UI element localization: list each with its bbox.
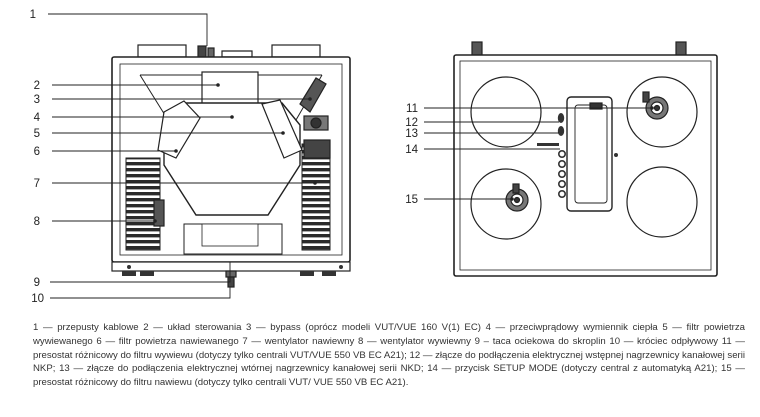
drain-nozzle: [225, 270, 237, 288]
bypass-assembly: [299, 77, 329, 131]
central-control-box: [566, 96, 613, 212]
top-spigot-left: [137, 44, 187, 58]
callout-6: 6: [34, 146, 40, 158]
connector-column: [537, 113, 565, 146]
callout-labels: 1 2 3 4 5 6 7 8 9 10 11 12 13 14 15: [30, 9, 419, 305]
exhaust-fan: [125, 157, 165, 251]
unit-base: [111, 261, 351, 272]
cable-glands: [197, 45, 253, 58]
callout-11: 11: [406, 103, 418, 115]
port-stack: [557, 150, 566, 199]
filter-supply: [157, 100, 201, 159]
callout-10: 10: [31, 293, 44, 305]
callout-13: 13: [405, 128, 418, 140]
callout-2: 2: [34, 80, 40, 92]
cross-section-view: [111, 44, 351, 288]
callout-15: 15: [405, 194, 418, 206]
callout-3: 3: [34, 94, 40, 106]
leader-dots: [153, 83, 654, 223]
callout-1: 1: [30, 9, 36, 21]
pressure-switch-exhaust: [642, 91, 669, 120]
callout-12: 12: [405, 117, 418, 129]
unit-diagram: 1 2 3 4 5 6 7 8 9 10 11 12 13 14 15: [30, 9, 718, 305]
callout-4: 4: [34, 112, 41, 124]
spigot-top-left: [470, 76, 542, 148]
top-spigot-right: [271, 44, 321, 58]
leader-lines: [48, 13, 652, 299]
spigot-bottom-right: [626, 166, 698, 238]
callout-7: 7: [34, 178, 40, 190]
callout-8: 8: [34, 216, 40, 228]
callout-5: 5: [34, 128, 40, 140]
callout-14: 14: [405, 144, 418, 156]
spigot-bottom-left: [470, 168, 542, 240]
pressure-switch-supply: [505, 183, 529, 212]
supply-fan: [301, 139, 331, 251]
legend-text: 1 — przepusty kablowe 2 — układ sterowan…: [33, 322, 745, 389]
callout-9: 9: [34, 277, 40, 289]
top-view: [453, 41, 718, 277]
control-unit: [201, 71, 259, 106]
